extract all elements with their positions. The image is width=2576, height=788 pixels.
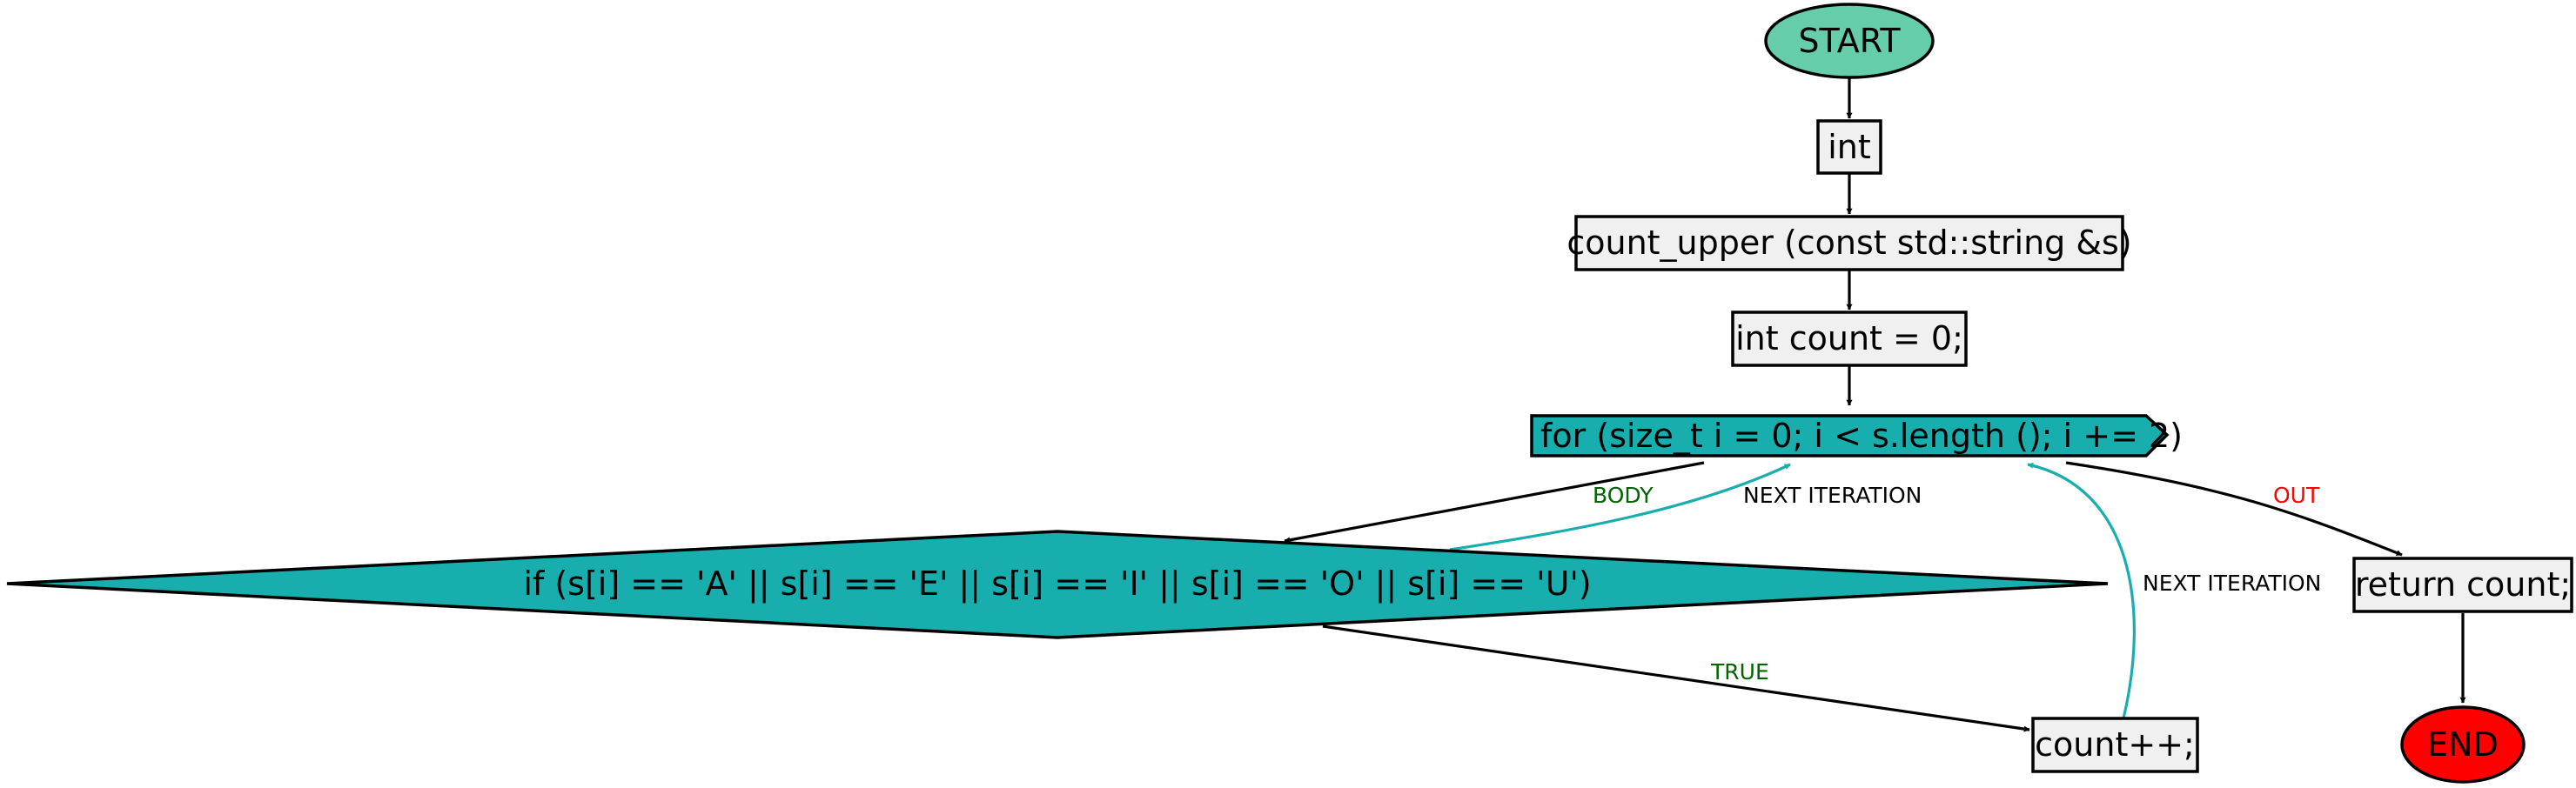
edge-label-true: TRUE [1710,659,1769,684]
edge-loop-body [1284,461,1705,544]
int-type-node: int [1816,119,1882,175]
return-label: return count; [2355,565,2571,604]
edge-label-body: BODY [1593,483,1654,508]
edge-loop-out [2065,461,2403,557]
edge-label-next-iteration-1: NEXT ITERATION [1743,483,1922,508]
start-node: START [1764,3,1935,79]
end-label: END [2427,725,2499,764]
return-node: return count; [2352,557,2573,613]
int-type-label: int [1828,128,1871,166]
edge-condition-true [1322,624,2030,732]
increment-label: count++; [2035,725,2195,764]
loop-node: for (size_t i = 0; i < s.length (); i +=… [1530,414,2183,457]
condition-node: if (s[i] == 'A' || s[i] == 'E' || s[i] =… [6,530,2109,639]
end-node: END [2400,705,2526,784]
increment-node: count++; [2031,717,2199,773]
edge-labels: BODY NEXT ITERATION OUT NEXT ITERATION T… [1593,483,2321,684]
edge-condition-next-iteration [1449,463,1791,551]
init-node: int count = 0; [1731,311,1968,367]
edges [1284,78,2466,732]
edge-label-out: OUT [2273,483,2320,508]
edge-label-next-iteration-2: NEXT ITERATION [2143,571,2321,596]
signature-label: count_upper (const std::string &s) [1566,224,2131,262]
signature-node: count_upper (const std::string &s) [1566,215,2132,271]
init-label: int count = 0; [1735,319,1963,357]
start-label: START [1798,22,1901,60]
loop-label: for (size_t i = 0; i < s.length (); i +=… [1540,417,2183,455]
condition-label: if (s[i] == 'A' || s[i] == 'E' || s[i] =… [523,564,1591,604]
edge-increment-next-iteration [2027,462,2136,719]
